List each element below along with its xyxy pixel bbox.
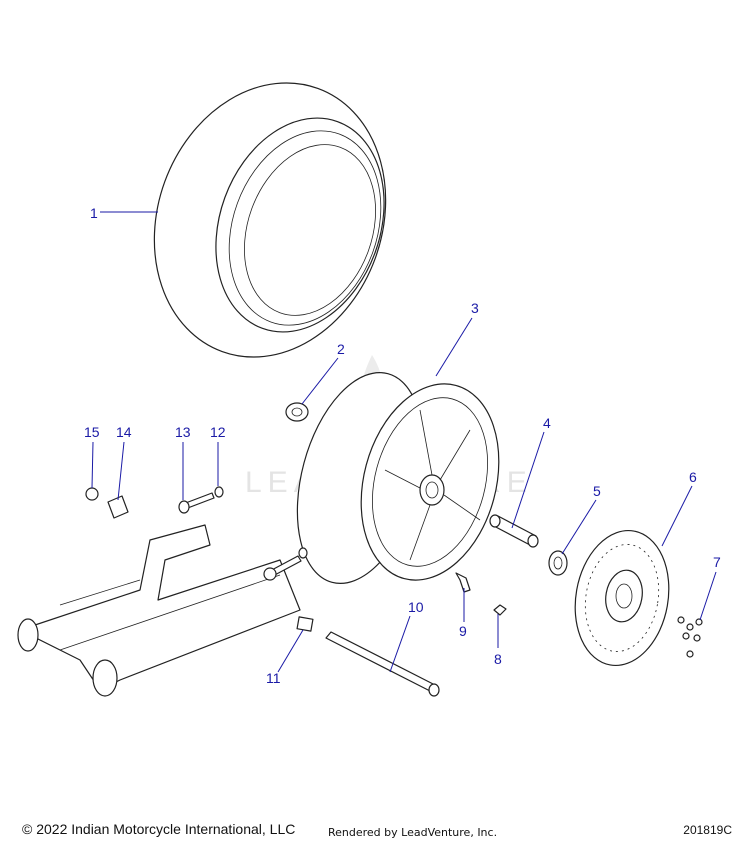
- part-bolt-13[interactable]: [178, 492, 215, 514]
- callout-10[interactable]: 10: [408, 599, 424, 615]
- rendered-by-text: Rendered by LeadVenture, Inc.: [328, 826, 498, 839]
- callout-7[interactable]: 7: [713, 554, 721, 570]
- part-adjuster-block[interactable]: [107, 495, 129, 519]
- callout-11[interactable]: 11: [266, 670, 281, 686]
- part-axle[interactable]: [325, 631, 440, 697]
- callout-1[interactable]: 1: [90, 205, 98, 221]
- leader-lines: [91, 211, 717, 673]
- callout-5[interactable]: 5: [593, 483, 601, 499]
- part-nut-15[interactable]: [85, 487, 99, 501]
- callout-4[interactable]: 4: [543, 415, 551, 431]
- part-bearing-left[interactable]: [285, 402, 309, 422]
- part-tire[interactable]: [117, 50, 423, 390]
- callout-8[interactable]: 8: [494, 651, 502, 667]
- callout-9[interactable]: 9: [459, 623, 467, 639]
- callouts: 1 2 3 4 5 6 7 8 9 10 11 12 13 14 15: [84, 205, 721, 686]
- part-bolt-12[interactable]: [214, 486, 224, 498]
- callout-15[interactable]: 15: [84, 424, 100, 440]
- part-nut[interactable]: [493, 604, 507, 616]
- part-valve-stem[interactable]: [455, 572, 471, 593]
- callout-13[interactable]: 13: [175, 424, 191, 440]
- callout-3[interactable]: 3: [471, 300, 479, 316]
- copyright-text: © 2022 Indian Motorcycle International, …: [22, 821, 296, 837]
- part-disc-bolts[interactable]: [677, 616, 703, 658]
- callout-2[interactable]: 2: [337, 341, 345, 357]
- part-wheel-rim[interactable]: [276, 359, 520, 598]
- part-axle-spacer[interactable]: [489, 514, 539, 548]
- callout-14[interactable]: 14: [116, 424, 132, 440]
- swingarm: [17, 524, 301, 697]
- callout-6[interactable]: 6: [689, 469, 697, 485]
- part-bearing-right[interactable]: [548, 550, 568, 576]
- part-brake-disc[interactable]: [565, 523, 679, 673]
- callout-12[interactable]: 12: [210, 424, 226, 440]
- hardware-bolt-rear: [263, 547, 308, 581]
- diagram-id: 201819C: [683, 823, 732, 837]
- part-adjuster-plate[interactable]: [296, 616, 314, 632]
